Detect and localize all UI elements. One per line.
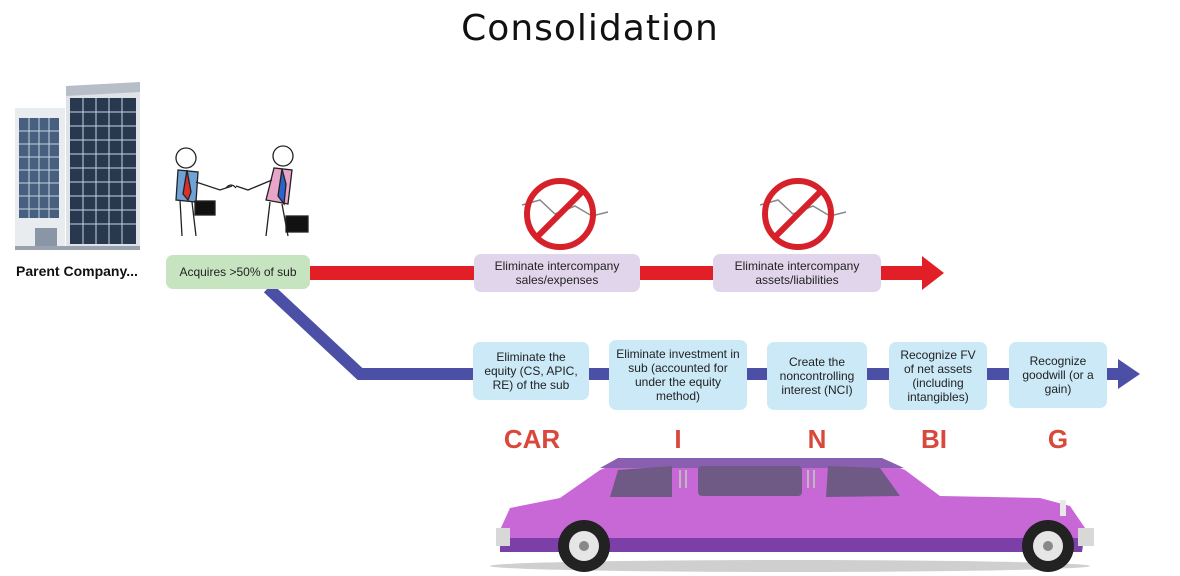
- mnemonic-n: N: [807, 424, 827, 454]
- top-step-1: Eliminate intercompany sales/expenses: [474, 254, 640, 292]
- mnemonic-car: CAR: [503, 424, 561, 454]
- handshake-icon: [175, 145, 309, 237]
- bottom-step-4: Recognize FV of net assets (including in…: [889, 342, 987, 410]
- acquire-step: Acquires >50% of sub: [166, 255, 310, 289]
- bottom-step-5: Recognize goodwill (or a gain): [1009, 342, 1107, 408]
- mnemonic-i: I: [674, 424, 682, 454]
- office-building-icon: [15, 82, 140, 250]
- bottom-step-3: Create the noncontrolling interest (NCI): [767, 342, 867, 410]
- parent-company-label: Parent Company...: [16, 263, 138, 279]
- no-symbol-icon: [521, 178, 609, 250]
- mnemonic-g: G: [1047, 424, 1069, 454]
- mnemonic-bi: BI: [921, 424, 947, 454]
- bottom-step-2: Eliminate investment in sub (accounted f…: [609, 340, 747, 410]
- bottom-step-1: Eliminate the equity (CS, APIC, RE) of t…: [473, 342, 589, 400]
- no-symbol-icon: [759, 178, 847, 250]
- page-title: Consolidation: [461, 8, 719, 49]
- limousine-icon: [490, 458, 1094, 572]
- top-step-2: Eliminate intercompany assets/liabilitie…: [713, 254, 881, 292]
